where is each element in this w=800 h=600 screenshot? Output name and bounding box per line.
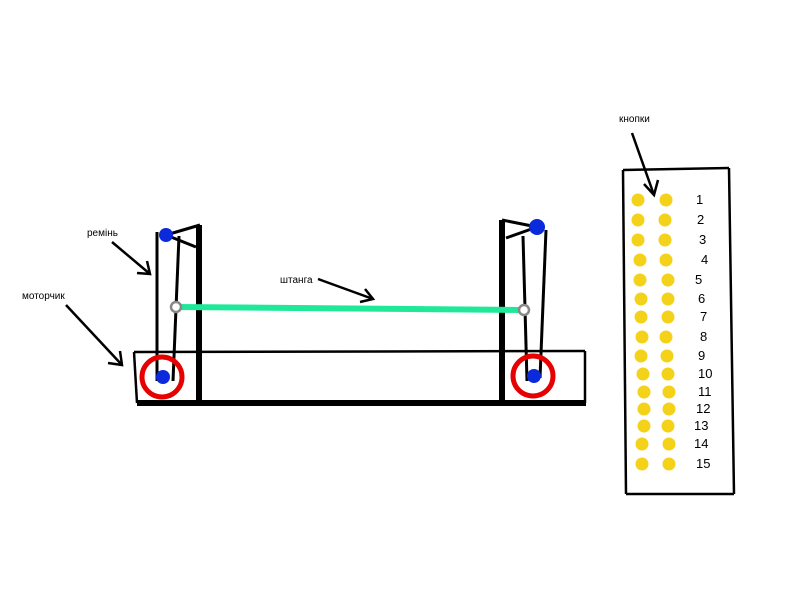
motor-arrow (65, 304, 124, 367)
button-row: 1 (631, 192, 703, 207)
button-row: 2 (631, 212, 704, 227)
button-row: 14 (635, 436, 708, 451)
button-number: 8 (700, 329, 707, 344)
rod-label: штанга (280, 275, 313, 286)
belt-arrow (111, 241, 152, 276)
button-row: 5 (633, 272, 702, 287)
button-right (659, 330, 673, 344)
button-row: 3 (631, 232, 706, 247)
button-left (635, 457, 649, 471)
button-number: 6 (698, 291, 705, 306)
button-right (662, 457, 676, 471)
button-number: 3 (699, 232, 706, 247)
button-right (662, 385, 676, 399)
button-right (662, 402, 676, 416)
base-frame (132, 349, 587, 406)
button-left (631, 233, 645, 247)
left-rod-joint (169, 300, 183, 314)
button-right (658, 213, 672, 227)
button-left (636, 367, 650, 381)
right-motor (510, 353, 556, 399)
button-left (634, 349, 648, 363)
button-number: 5 (695, 272, 702, 287)
button-number: 15 (696, 456, 710, 471)
button-number: 1 (696, 192, 703, 207)
button-left (633, 253, 647, 267)
button-left (634, 310, 648, 324)
button-number: 9 (698, 348, 705, 363)
button-number: 11 (698, 384, 712, 399)
right-rod-joint (517, 303, 531, 317)
button-right (661, 273, 675, 287)
button-row: 15 (635, 456, 710, 471)
button-right (659, 193, 673, 207)
button-row: 4 (633, 252, 708, 267)
right-top-pulley (529, 219, 545, 235)
button-left (631, 213, 645, 227)
button-right (661, 367, 675, 381)
button-left (635, 330, 649, 344)
button-number: 4 (701, 252, 708, 267)
button-row: 8 (635, 329, 707, 344)
button-number: 7 (700, 309, 707, 324)
button-right (662, 437, 676, 451)
button-left (635, 437, 649, 451)
motor-label: моторчик (22, 291, 65, 302)
button-row: 6 (634, 291, 705, 306)
button-row: 13 (637, 418, 708, 433)
button-row: 12 (637, 401, 710, 416)
button-left (634, 292, 648, 306)
button-number: 12 (696, 401, 710, 416)
right-motor-pulley (527, 369, 541, 383)
button-right (661, 292, 675, 306)
button-number: 14 (694, 436, 708, 451)
button-row: 9 (634, 348, 705, 363)
left-motor-pulley (156, 370, 170, 384)
left-motor (139, 354, 185, 400)
rod-arrow (317, 277, 376, 304)
button-right (660, 349, 674, 363)
button-left (631, 193, 645, 207)
button-right (659, 253, 673, 267)
rod (169, 300, 531, 317)
button-panel (621, 166, 736, 496)
button-right (658, 233, 672, 247)
button-row: 11 (637, 384, 712, 399)
button-left (637, 419, 651, 433)
button-row: 7 (634, 309, 707, 324)
button-left (633, 273, 647, 287)
buttons-arrow (630, 132, 660, 198)
button-row: 10 (636, 366, 712, 381)
button-number: 10 (698, 366, 712, 381)
button-left (637, 402, 651, 416)
button-number: 2 (697, 212, 704, 227)
left-top-pulley (159, 228, 173, 242)
button-right (661, 310, 675, 324)
buttons-label: кнопки (619, 114, 650, 125)
belt-label: ремінь (87, 228, 118, 239)
button-left (637, 385, 651, 399)
button-number: 13 (694, 418, 708, 433)
button-right (661, 419, 675, 433)
